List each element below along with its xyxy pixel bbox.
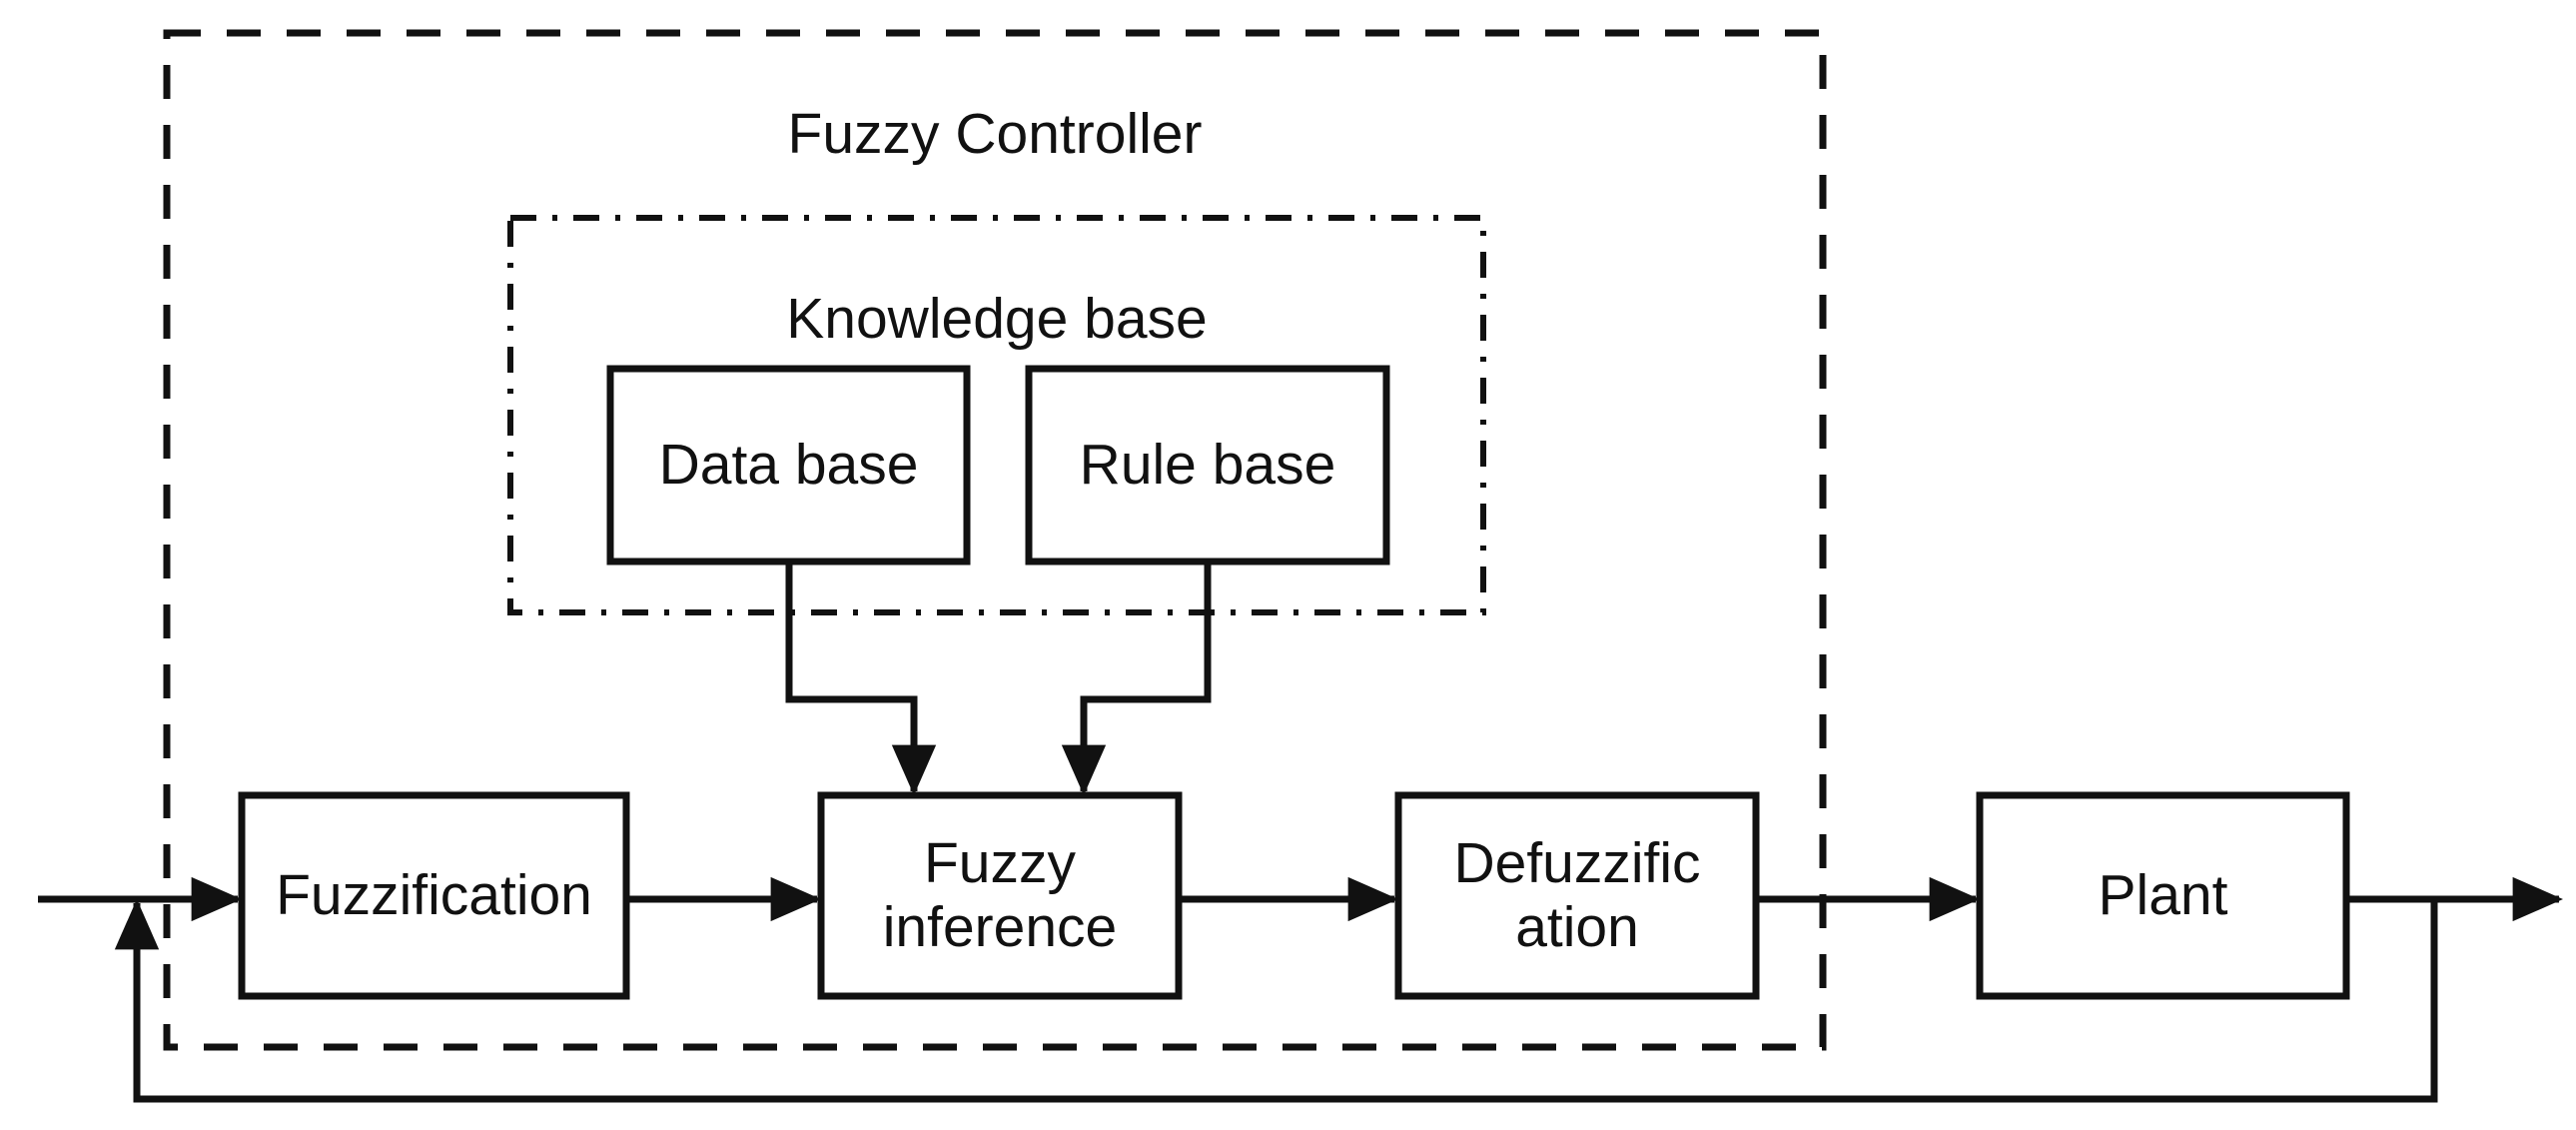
rule-base-label: Rule base	[1079, 432, 1336, 497]
fuzzy-controller-title: Fuzzy Controller	[787, 102, 1203, 166]
data-base-label: Data base	[658, 432, 919, 497]
connector-rulebase-to-inference	[1061, 562, 1212, 796]
fuzzy-controller-container	[163, 29, 1827, 1051]
fuzzy-inference-label: Fuzzy inference	[882, 830, 1118, 959]
knowledge-base-container	[507, 215, 1486, 615]
plant-label: Plant	[2098, 862, 2228, 927]
connector-database-to-inference	[785, 562, 937, 796]
defuzzification-label: Defuzzific ation	[1453, 830, 1701, 959]
fuzzification-label: Fuzzification	[276, 862, 592, 927]
connector-feedback-loop	[114, 898, 2438, 1103]
knowledge-base-title: Knowledge base	[786, 287, 1208, 351]
